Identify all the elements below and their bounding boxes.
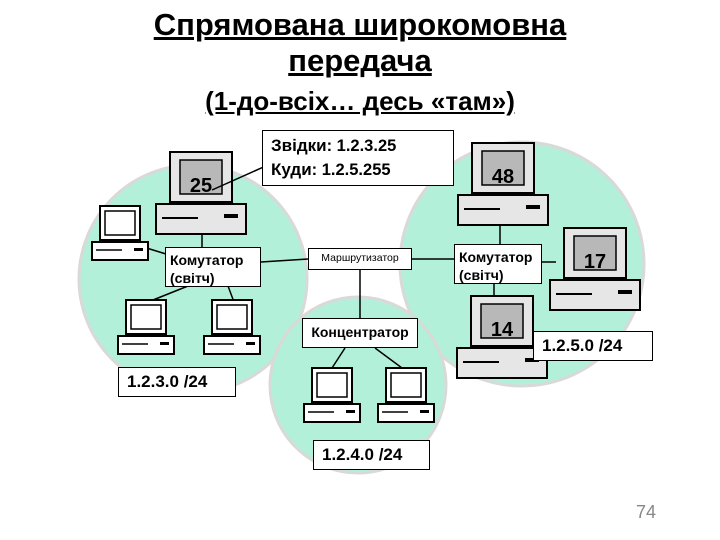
to-label: Куди (271, 160, 312, 179)
callout-pointer (211, 164, 269, 191)
host-number-25: 25 (190, 175, 212, 197)
title-line-2: передача (288, 43, 432, 78)
packet-address-callout: Звідки: 1.2.3.25 Куди: 1.2.5.255 (262, 130, 454, 186)
to-address: : 1.2.5.255 (311, 161, 391, 179)
from-address: : 1.2.3.25 (326, 137, 397, 155)
host-number-14: 14 (491, 319, 514, 341)
switch-right-label: Комутатор (світч) (454, 244, 542, 284)
switch-left-label: Комутатор (світч) (165, 247, 261, 287)
network-bottom-address: 1.2.4.0 /24 (313, 440, 430, 470)
computer-bottom-2-icon (377, 367, 435, 423)
page-number: 74 (636, 502, 657, 522)
host-number-17: 17 (584, 251, 606, 273)
computer-left-2-icon (117, 299, 175, 355)
title-line-1: Спрямована широкомовна (153, 7, 567, 42)
computer-bottom-1-icon (303, 367, 361, 423)
subtitle: (1-до-всіх… десь «там») (205, 86, 515, 116)
host-number-48: 48 (492, 166, 514, 188)
computer-left-1-icon (91, 205, 149, 261)
from-label: Звідки (271, 136, 327, 155)
hub-label: Концентратор (302, 318, 418, 348)
network-left-address: 1.2.3.0 /24 (118, 367, 236, 397)
network-right-address: 1.2.5.0 /24 (533, 331, 653, 361)
computer-left-3-icon (203, 299, 261, 355)
router-label: Маршрутизатор (308, 248, 412, 270)
